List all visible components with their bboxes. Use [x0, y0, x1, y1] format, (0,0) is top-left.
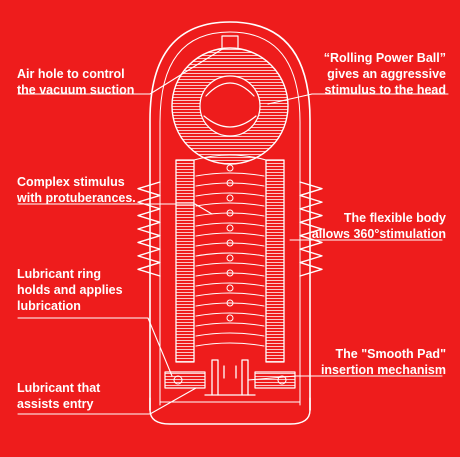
rolling-power-ball — [171, 47, 289, 165]
leader-rolling-ball-tie — [267, 93, 313, 105]
inner-sleeve — [175, 154, 285, 363]
leader-lines — [17, 47, 449, 415]
callout-air-hole: Air hole to control the vacuum suction — [17, 66, 134, 98]
callout-rolling-ball-line2: gives an aggressive — [327, 67, 446, 81]
callout-lubricant-ring: Lubricant ring holds and applies lubrica… — [17, 266, 123, 314]
inner-shell — [159, 31, 301, 406]
callout-flexible-body-line2: allows 360°stimulation — [311, 227, 446, 241]
callout-lubricant-entry: Lubricant that assists entry — [17, 380, 100, 412]
callout-smooth-pad-line2: insertion mechanism — [320, 363, 446, 377]
callout-rolling-ball-line1: “Rolling Power Ball” — [323, 51, 446, 65]
leader-lubricant-ring — [17, 317, 173, 377]
callout-lubricant-ring-line3: lubrication — [17, 299, 81, 313]
callout-flexible-body: The flexible body allows 360°stimulation — [312, 210, 446, 242]
callout-lubricant-entry-line1: Lubricant that — [17, 381, 101, 395]
callout-smooth-pad-line1: The "Smooth Pad" — [335, 347, 446, 361]
callout-air-hole-line2: the vacuum suction — [17, 83, 135, 97]
leader-smooth-pad — [247, 375, 443, 381]
flexible-body-left — [137, 181, 161, 277]
flexible-body-right — [299, 181, 323, 277]
outer-shell — [149, 21, 311, 411]
leader-air-hole — [17, 47, 225, 95]
lubricant-ring — [164, 371, 296, 389]
callout-complex-stimulus-line1: Complex stimulus — [17, 175, 125, 189]
callout-rolling-ball: “Rolling Power Ball” gives an aggressive… — [324, 50, 446, 98]
leader-lubricant-entry — [17, 387, 197, 415]
callout-air-hole-line1: Air hole to control — [17, 67, 125, 81]
leader-complex-stimulus — [17, 203, 213, 215]
air-hole — [221, 35, 239, 49]
callout-smooth-pad: The "Smooth Pad" insertion mechanism — [321, 346, 446, 378]
callout-rolling-ball-line3: stimulus to the head — [324, 83, 446, 97]
callout-lubricant-entry-line2: assists entry — [17, 397, 94, 411]
smooth-pad — [204, 359, 256, 396]
callout-lubricant-ring-line1: Lubricant ring — [17, 267, 102, 281]
callout-complex-stimulus-line2: with protuberances. — [17, 191, 136, 205]
base-cap — [149, 397, 311, 425]
callout-complex-stimulus: Complex stimulus with protuberances. — [17, 174, 136, 206]
callout-lubricant-ring-line2: holds and applies — [17, 283, 123, 297]
callout-flexible-body-line1: The flexible body — [343, 211, 446, 225]
